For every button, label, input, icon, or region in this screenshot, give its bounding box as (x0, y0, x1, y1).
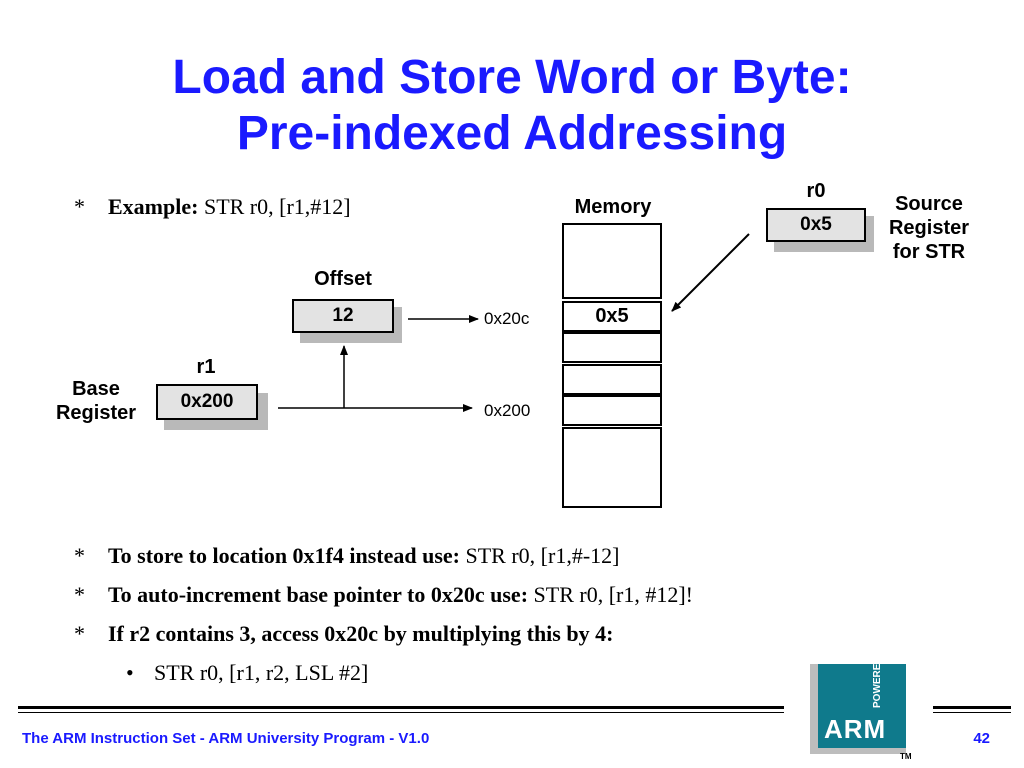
bullet-item: * To auto-increment base pointer to 0x20… (74, 582, 834, 608)
bullet-code: STR r0, [r1,#-12] (465, 543, 620, 568)
example-bullet: * Example: STR r0, [r1,#12] (74, 194, 434, 220)
memory-cell (562, 332, 662, 363)
memory-gap-bottom (562, 427, 662, 508)
bullet-bold-text: To store to location 0x1f4 instead use: (108, 543, 460, 568)
logo-powered-text: POWERED (872, 656, 883, 708)
address-label-base: 0x200 (484, 401, 531, 420)
offset-register: 12 (292, 299, 402, 343)
slide-title-line-2: Pre-indexed Addressing (236, 107, 788, 160)
bullet-bold-text: If r2 contains 3, access 0x20c by multip… (108, 621, 614, 646)
sub-bullet-code: STR r0, [r1, r2, LSL #2] (154, 660, 369, 685)
footer-text: The ARM Instruction Set - ARM University… (22, 730, 430, 747)
base-caption-line-2: Register (55, 402, 137, 424)
footer-rule-right (933, 706, 1011, 709)
source-caption-line-3: for STR (892, 241, 966, 263)
address-label-high: 0x20c (484, 309, 530, 328)
bullet-marker: * (74, 194, 85, 219)
memory-cell-0x200 (562, 395, 662, 426)
example-code: STR r0, [r1,#12] (203, 194, 351, 219)
page-number: 42 (973, 730, 990, 747)
source-caption-line-2: Register (888, 217, 970, 239)
bullet-bold-text: To auto-increment base pointer to 0x20c … (108, 582, 529, 607)
arm-powered-logo: ARM POWERED TM (810, 656, 914, 762)
bullet-marker: * (74, 582, 85, 607)
source-caption-line-1: Source (895, 193, 963, 215)
offset-label: Offset (314, 268, 372, 290)
base-value: 0x200 (156, 384, 258, 420)
memory-gap-top (562, 223, 662, 299)
footer-rule-left (18, 706, 784, 709)
base-register: 0x200 (156, 384, 268, 430)
memory-cell (562, 364, 662, 395)
slide-title-line-1: Load and Store Word or Byte: (172, 51, 852, 104)
bullet-item: * If r2 contains 3, access 0x20c by mult… (74, 621, 774, 647)
bullet-marker: * (74, 543, 85, 568)
bullet-item: * To store to location 0x1f4 instead use… (74, 543, 774, 569)
source-value: 0x5 (766, 208, 866, 242)
base-caption-line-1: Base (72, 378, 120, 400)
memory-cell-0x20c: 0x5 (562, 301, 662, 332)
r0-label: r0 (806, 180, 826, 202)
source-register: 0x5 (766, 208, 874, 252)
sub-bullet-marker: • (126, 660, 134, 685)
sub-bullet-item: • STR r0, [r1, r2, LSL #2] (126, 660, 446, 686)
memory-title: Memory (574, 196, 652, 218)
example-label: Example: (108, 194, 199, 219)
logo-tm: TM (900, 752, 912, 761)
store-arrow (671, 233, 750, 312)
bullet-marker: * (74, 621, 85, 646)
r1-label: r1 (196, 356, 216, 378)
logo-arm-text: ARM (824, 714, 887, 744)
offset-value: 12 (292, 299, 394, 333)
bullet-code: STR r0, [r1, #12]! (533, 582, 694, 607)
